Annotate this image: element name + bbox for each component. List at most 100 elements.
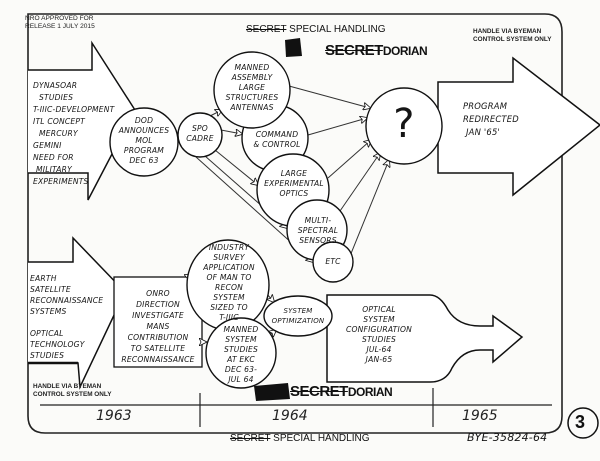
redirected-arrow [437, 56, 600, 197]
handle-via-bottom: HANDLE VIA BYEMAN CONTROL SYSTEM ONLY [33, 383, 111, 399]
text-line: EXPERIMENTS [33, 177, 89, 186]
text-line: SPECIAL HANDLING [289, 24, 386, 35]
year-1964: 1964 [272, 408, 308, 424]
text-line: MANNED [234, 63, 270, 72]
text-line: ANNOUNCES [118, 126, 170, 135]
redaction-blob-top [285, 38, 302, 57]
text-line: T-IIIC [219, 313, 239, 322]
text-line: SPECIAL HANDLING [273, 433, 370, 444]
text-line: RECON [214, 283, 244, 292]
text-line: SECRET [246, 24, 287, 35]
text-line: OPTICS [279, 189, 309, 198]
text-line: PROGRAM [463, 101, 508, 111]
text-line: SYSTEM [283, 307, 313, 315]
text-line: TO SATELLITE [130, 344, 186, 353]
text-line: EXPERIMENTAL [264, 179, 324, 188]
text-line: SECRET [325, 42, 383, 59]
text-line: STRUCTURES [225, 93, 279, 102]
text-line: SYSTEM [213, 293, 245, 302]
text-line: SPECTRAL [297, 226, 339, 235]
text-line: CONFIGURATION [345, 325, 413, 334]
text-line: RECONNAISSANCE [121, 355, 195, 364]
text-line: AT EKC [227, 355, 255, 364]
text-line: T-IIIC-DEVELOPMENT [33, 105, 115, 114]
text-line: RECONNAISSANCE [30, 296, 104, 305]
text-line: JUL 64 [228, 375, 254, 384]
text-line: ANTENNAS [230, 103, 274, 112]
text-line: SECRET [290, 383, 348, 400]
text-line: REDIRECTED [463, 114, 519, 124]
optical-config-arrow [326, 294, 524, 383]
text-line: JAN-65 [365, 355, 393, 364]
text-line: SATELLITE [30, 285, 71, 294]
manned-assembly-circle [213, 51, 291, 129]
command-control-text: COMMAND& CONTROL [244, 130, 310, 150]
release-line-1: NRO APPROVED FOR [25, 15, 94, 22]
text-line [30, 317, 103, 328]
text-line: LARGE [238, 83, 266, 92]
text-line: GEMINI [33, 141, 62, 150]
text-line: LARGE [280, 169, 308, 178]
text-line: HANDLE VIA BYEMAN [33, 383, 102, 390]
text-line: SECRET [230, 433, 271, 444]
release-line-2: RELEASE 1 JULY 2015 [25, 23, 95, 30]
text-line: STUDIES [30, 351, 65, 360]
etc-text: ETC [325, 257, 341, 266]
text-line: DOD [134, 116, 154, 125]
text-line: & CONTROL [253, 140, 301, 149]
text-line: SURVEY [213, 253, 245, 262]
text-line: DEC 63 [129, 156, 159, 165]
text-line: INDUSTRY [208, 243, 250, 252]
text-line: SYSTEM [225, 335, 257, 344]
text-line: DYNASOAR [33, 81, 78, 90]
text-line: CONTROL SYSTEM ONLY [473, 36, 552, 43]
text-line: INVESTIGATE [132, 311, 184, 320]
text-line: SIZED TO [210, 303, 248, 312]
classification-top: SECRET SPECIAL HANDLING [246, 24, 386, 35]
text-line: DEC 63- [224, 365, 258, 374]
page-frame [27, 13, 563, 434]
text-line: CONTROL SYSTEM ONLY [33, 391, 112, 398]
dod-circle [109, 107, 179, 177]
text-line: ASSEMBLY [231, 73, 273, 82]
text-line: SPO [192, 124, 208, 133]
text-line: ITL CONCEPT [33, 117, 86, 126]
text-line: OPTIMIZATION [271, 317, 325, 325]
question-circle [365, 87, 443, 165]
year-1965: 1965 [462, 408, 498, 424]
page-number: 3 [575, 412, 586, 432]
text-line: STUDIES [361, 335, 397, 344]
text-line: HANDLE VIA BYEMAN [473, 28, 542, 35]
question-mark: ? [393, 101, 415, 147]
text-line: MULTI- [304, 216, 332, 225]
text-line: NEED FOR [33, 153, 74, 162]
text-line: MERCURY [39, 129, 78, 138]
text-line: STUDIES [39, 93, 74, 102]
optimization-text: SYSTEM OPTIMIZATION [264, 306, 332, 326]
text-line: OF MAN TO [206, 273, 252, 282]
text-line: TECHNOLOGY [30, 340, 85, 349]
text-line: STUDIES [223, 345, 259, 354]
text-line: JUL-64 [366, 345, 392, 354]
manned-system-circle [205, 317, 277, 389]
text-line: PROGRAM [123, 146, 165, 155]
text-line: SYSTEM [363, 315, 395, 324]
text-line: DORIAN [382, 44, 428, 58]
stamp-top: SECRETDORIAN [325, 42, 428, 59]
classification-bottom: SECRET SPECIAL HANDLING [230, 433, 370, 444]
text-line: APPLICATION [203, 263, 255, 272]
text-line: MANS [146, 322, 170, 331]
text-line: MANNED [223, 325, 259, 334]
